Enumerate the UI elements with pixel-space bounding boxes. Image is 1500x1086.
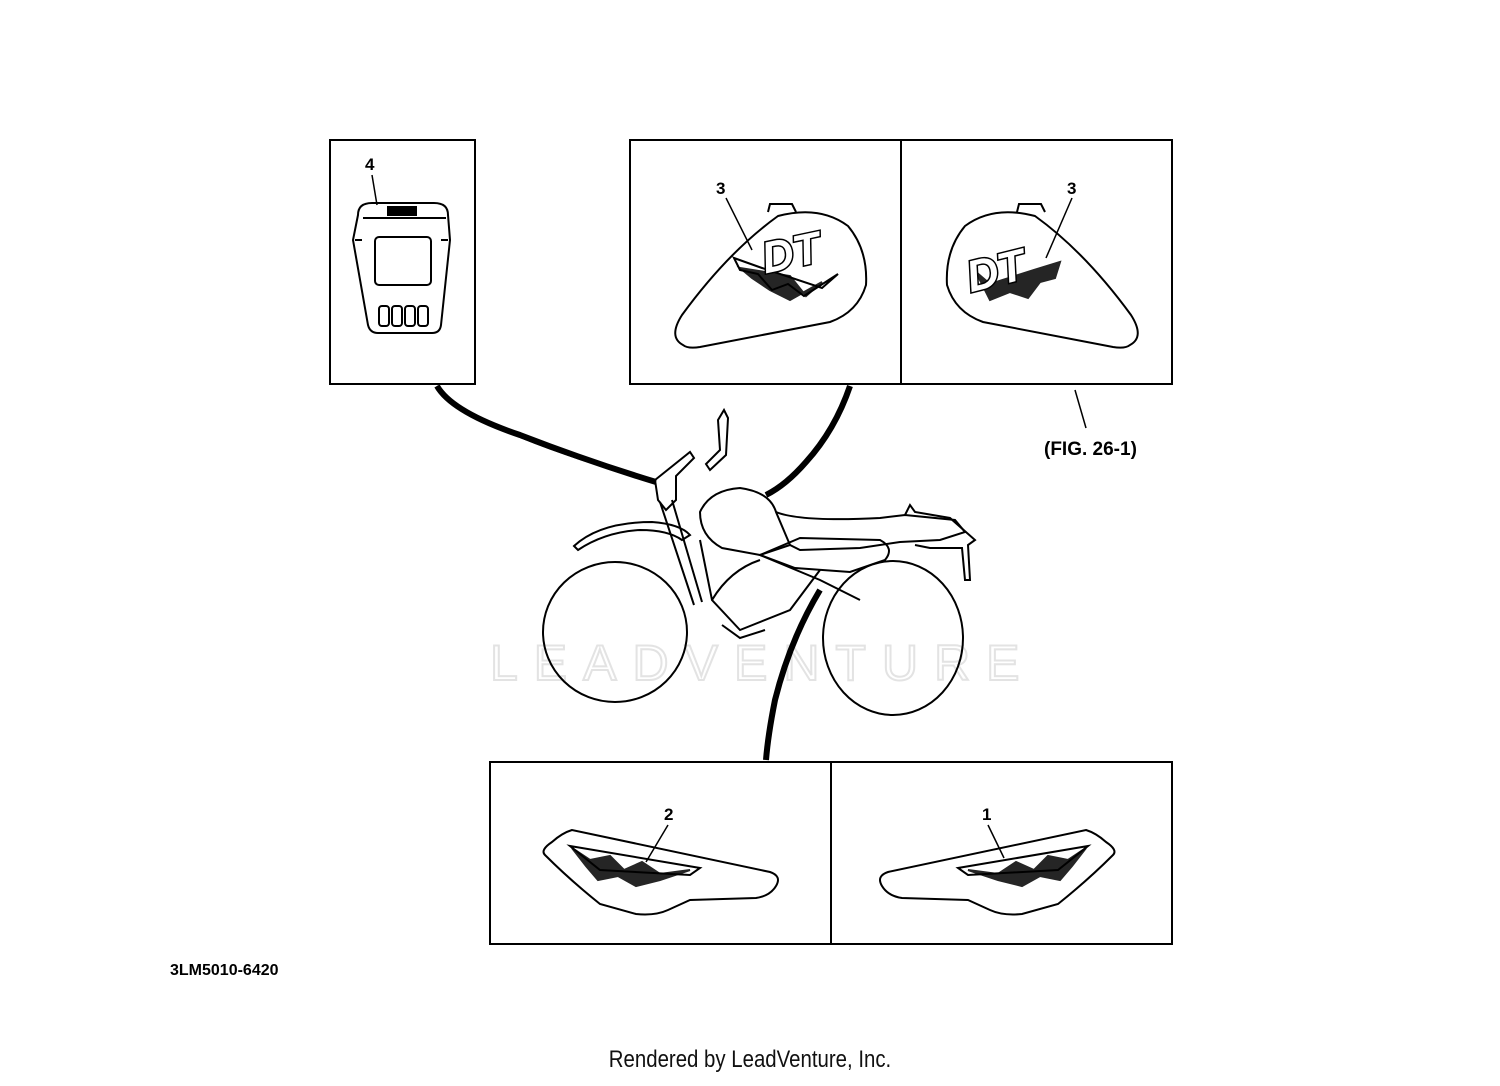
headlight-cover-drawing [351,202,452,334]
leader-lines [434,384,853,761]
panel-headlight-cover: 4 [329,139,476,385]
fuel-tank-right-drawing [945,203,1139,349]
part-code: 3LM5010-6420 [170,962,279,979]
motorcycle-outline [542,407,977,716]
fuel-tank-left-drawing [674,203,868,349]
figure-reference: (FIG. 26-1) [1044,439,1137,460]
side-cover-right-drawing [879,828,1116,916]
callout-4: 4 [365,155,375,174]
panel-side-cover-right: 1 [830,761,1173,945]
callout-2: 2 [664,805,673,824]
decal-dt-left: DT [757,223,828,284]
callout-1: 1 [982,805,991,824]
side-cover-left-drawing [542,828,779,916]
panel-side-cover-left: 2 [489,761,832,945]
footer-credit: Rendered by LeadVenture, Inc. [608,1046,892,1073]
watermark-text: LEADVENTURE [490,635,1036,691]
callout-3-left: 3 [716,179,725,198]
callout-3-right: 3 [1067,179,1076,198]
panel-fuel-tank-left: DT 3 [629,139,902,385]
panel-fuel-tank-right: DT 3 (FIG. 26-1) [900,139,1173,460]
